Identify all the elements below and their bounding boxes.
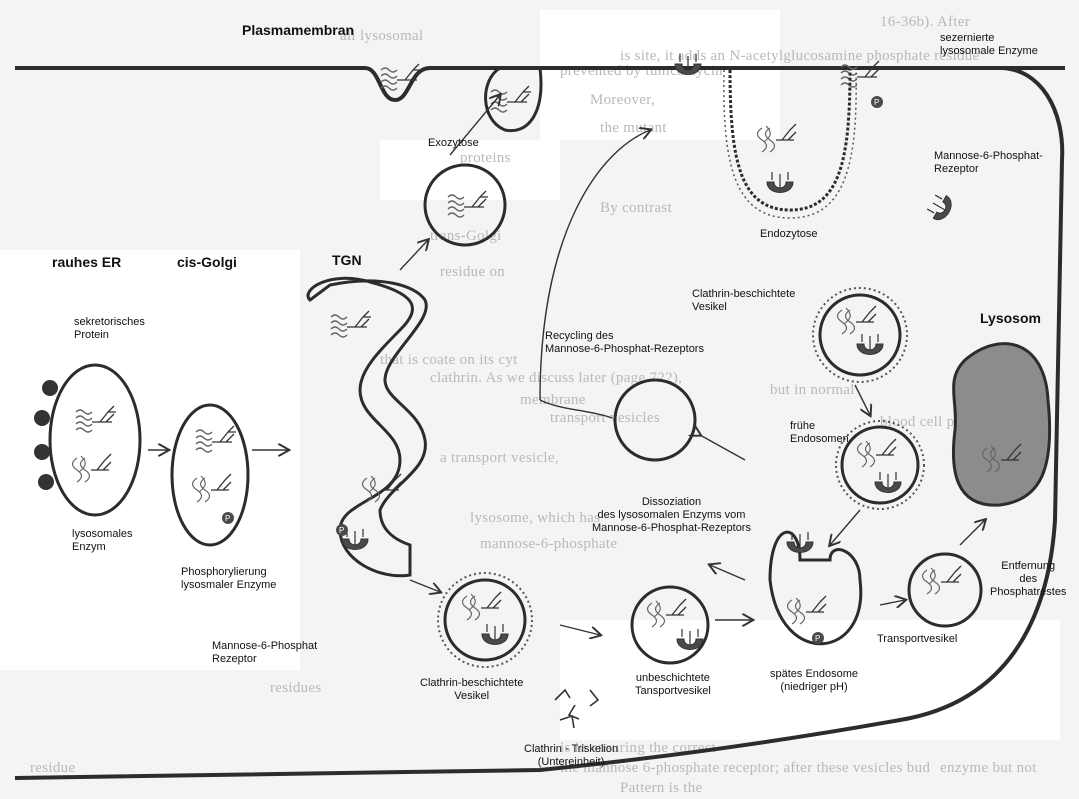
label-sezernierte: sezernierte lysosomale Enzyme: [940, 32, 1038, 58]
label-recycling: Recycling des Mannose-6-Phosphat-Rezepto…: [545, 330, 704, 356]
label-line: frühe: [790, 420, 849, 433]
clathrin-vesicle-bottom: [445, 580, 525, 660]
label-endozytose: Endozytose: [760, 228, 817, 241]
label-line: Mannose-6-Phosphat-Rezeptors: [545, 343, 704, 356]
label-line: Mannose-6-Phosphat-Rezeptors: [592, 522, 751, 535]
label-line: Dissoziation: [592, 496, 751, 509]
label-line: Mannose-6-Phosphat: [212, 640, 317, 653]
clathrin-vesicle-right: [820, 295, 900, 375]
exocytosis-pocket: [486, 68, 541, 131]
exocytosis-vesicle: [425, 165, 505, 245]
phosphate-symbol: P: [225, 512, 230, 525]
label-line: Mannose-6-Phosphat-: [934, 150, 1043, 163]
label-line: Entfernung: [990, 560, 1066, 573]
label-rauhes-er: rauhes ER: [52, 256, 121, 269]
label-line: des lysosomalen Enzyms vom: [592, 509, 751, 522]
label-cis-golgi: cis-Golgi: [177, 256, 237, 269]
label-unbeschichtete: unbeschichtete Tansportvesikel: [635, 672, 711, 698]
label-line: spätes Endosome: [770, 668, 858, 681]
label-m6p-receptor-bottom: Mannose-6-Phosphat Rezeptor: [212, 640, 317, 666]
phosphate-symbol: P: [815, 632, 820, 645]
uncoated-vesicle: [632, 587, 708, 663]
lysosome: [953, 344, 1049, 506]
label-line: Enzym: [72, 541, 133, 554]
label-line: (Untereinheit): [524, 756, 618, 769]
label-tgn: TGN: [332, 254, 362, 267]
recycling-vesicle: [615, 380, 695, 460]
label-line: Phosphatrestes: [990, 586, 1066, 599]
label-phosphorylierung: Phosphorylierung lysosmaler Enzyme: [181, 566, 276, 592]
phosphate-symbol: P: [874, 96, 879, 109]
label-line: Rezeptor: [934, 163, 1043, 176]
label-m6p-receptor-top: Mannose-6-Phosphat- Rezeptor: [934, 150, 1043, 176]
label-line: unbeschichtete: [635, 672, 711, 685]
label-line: Vesikel: [420, 690, 523, 703]
early-endosome: [842, 427, 918, 503]
label-spaetes: spätes Endosome (niedriger pH): [770, 668, 858, 694]
label-line: Endosomen: [790, 433, 849, 446]
plasma-membrane-boundary: [15, 68, 1062, 778]
label-line: Recycling des: [545, 330, 704, 343]
phosphate-symbol: P: [339, 524, 344, 537]
label-line: (niedriger pH): [770, 681, 858, 694]
label-line: Phosphorylierung: [181, 566, 276, 579]
label-clathrin-vesicle-bottom: Clathrin-beschichtete Vesikel: [420, 677, 523, 703]
late-endosome: [770, 532, 861, 644]
label-triskelion: Clathrin - Triskelion (Untereinheit): [524, 743, 618, 769]
label-line: Tansportvesikel: [635, 685, 711, 698]
label-line: Rezeptor: [212, 653, 317, 666]
label-line: des: [990, 573, 1066, 586]
label-line: lysosomale Enzyme: [940, 45, 1038, 58]
label-line: Clathrin-beschichtete: [692, 288, 795, 301]
label-line: sekretorisches: [74, 316, 145, 329]
label-entfernung: Entfernung des Phosphatrestes: [990, 560, 1066, 599]
label-lysosomales-enzym: lysosomales Enzym: [72, 528, 133, 554]
label-dissoziation: Dissoziation des lysosomalen Enzyms vom …: [592, 496, 751, 535]
transport-vesicle: [909, 554, 981, 626]
label-line: Vesikel: [692, 301, 795, 314]
label-line: Clathrin - Triskelion: [524, 743, 618, 756]
label-line: sezernierte: [940, 32, 1038, 45]
label-fruehe: frühe Endosomen: [790, 420, 849, 446]
label-line: lysosmaler Enzyme: [181, 579, 276, 592]
receptor-membrane: [675, 54, 701, 75]
cis-golgi: [172, 405, 248, 545]
label-plasmamembran: Plasmamembran: [242, 24, 354, 37]
rough-er: [50, 365, 140, 515]
label-line: lysosomales: [72, 528, 133, 541]
label-line: Protein: [74, 329, 145, 342]
clathrin-triskelion: [555, 690, 598, 728]
label-line: Clathrin-beschichtete: [420, 677, 523, 690]
trans-golgi-network: [308, 278, 426, 575]
label-exozytose: Exozytose: [428, 137, 479, 150]
label-clathrin-vesicle-right: Clathrin-beschichtete Vesikel: [692, 288, 795, 314]
label-lysosom: Lysosom: [980, 312, 1041, 325]
label-transportvesikel: Transportvesikel: [877, 633, 957, 646]
label-sekretorisches: sekretorisches Protein: [74, 316, 145, 342]
